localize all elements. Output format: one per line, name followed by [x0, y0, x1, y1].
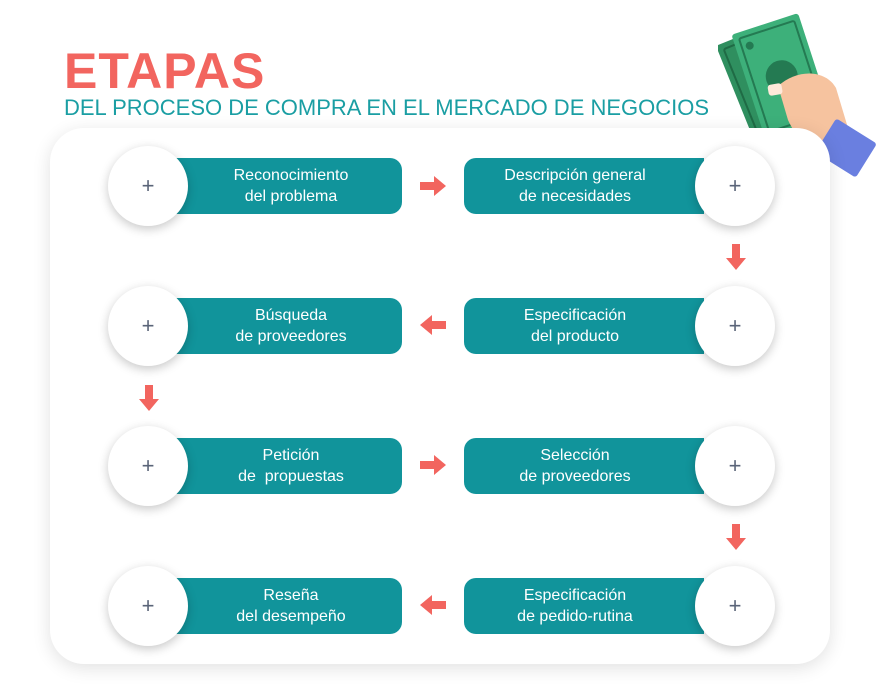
arrow-right-icon [420, 455, 446, 475]
page-title: ETAPAS [64, 43, 266, 99]
step-busqueda-de-proveedores[interactable]: Búsqueda de proveedores [162, 298, 402, 354]
step-label-line2: del producto [530, 328, 620, 345]
expand-step-7-button[interactable]: + [695, 566, 775, 646]
process-panel [50, 128, 830, 664]
step-peticion-de-propuestas[interactable]: Petición de propuestas [162, 438, 402, 494]
arrow-down-icon [139, 385, 159, 411]
step-label-line1: Selección [540, 447, 610, 464]
expand-step-1-button[interactable]: + [108, 146, 188, 226]
expand-step-5-button[interactable]: + [108, 426, 188, 506]
plus-icon: + [141, 313, 155, 338]
step-label-line1: Reseña [263, 587, 319, 604]
step-label-line2: del desempeño [236, 608, 346, 625]
arrow-down-icon [726, 524, 746, 550]
step-label-line2: de proveedores [235, 328, 347, 345]
hand-holding-money-icon [718, 13, 876, 177]
arrow-left-icon [420, 315, 446, 335]
step-label-line1: Especificación [523, 587, 627, 604]
plus-icon: + [141, 453, 155, 478]
step-label-line1: Búsqueda [254, 307, 328, 324]
plus-icon: + [728, 453, 742, 478]
expand-step-6-button[interactable]: + [695, 426, 775, 506]
step-label-line2: de pedido-rutina [517, 608, 633, 625]
expand-step-8-button[interactable]: + [108, 566, 188, 646]
step-label-line2: de necesidades [518, 188, 632, 205]
arrow-down-icon [726, 244, 746, 270]
step-seleccion-de-proveedores[interactable]: Selección de proveedores [464, 438, 704, 494]
plus-icon: + [728, 313, 742, 338]
plus-icon: + [728, 173, 742, 198]
plus-icon: + [141, 173, 155, 198]
step-label-line1: Especificación [523, 307, 627, 324]
expand-step-4-button[interactable]: + [108, 286, 188, 366]
expand-step-3-button[interactable]: + [695, 286, 775, 366]
step-descripcion-general-de-necesidades[interactable]: Descripción general de necesidades [464, 158, 704, 214]
step-especificacion-de-pedido-rutina[interactable]: Especificación de pedido-rutina [464, 578, 704, 634]
step-label-line1: Petición [262, 447, 320, 464]
step-reconocimiento-del-problema[interactable]: Reconocimiento del problema [162, 158, 402, 214]
step-especificacion-del-producto[interactable]: Especificación del producto [464, 298, 704, 354]
step-label-line2: del problema [244, 188, 338, 205]
step-resena-del-desempeno[interactable]: Reseña del desempeño [162, 578, 402, 634]
page-subtitle: DEL PROCESO DE COMPRA EN EL MERCADO DE N… [64, 95, 710, 120]
plus-icon: + [728, 593, 742, 618]
plus-icon: + [141, 593, 155, 618]
arrow-left-icon [420, 595, 446, 615]
expand-step-2-button[interactable]: + [695, 146, 775, 226]
step-label-line2: de propuestas [238, 468, 344, 485]
step-label-line2: de proveedores [519, 468, 631, 485]
step-label-line1: Descripción general [504, 167, 646, 184]
step-label-line1: Reconocimiento [233, 167, 349, 184]
arrow-right-icon [420, 176, 446, 196]
